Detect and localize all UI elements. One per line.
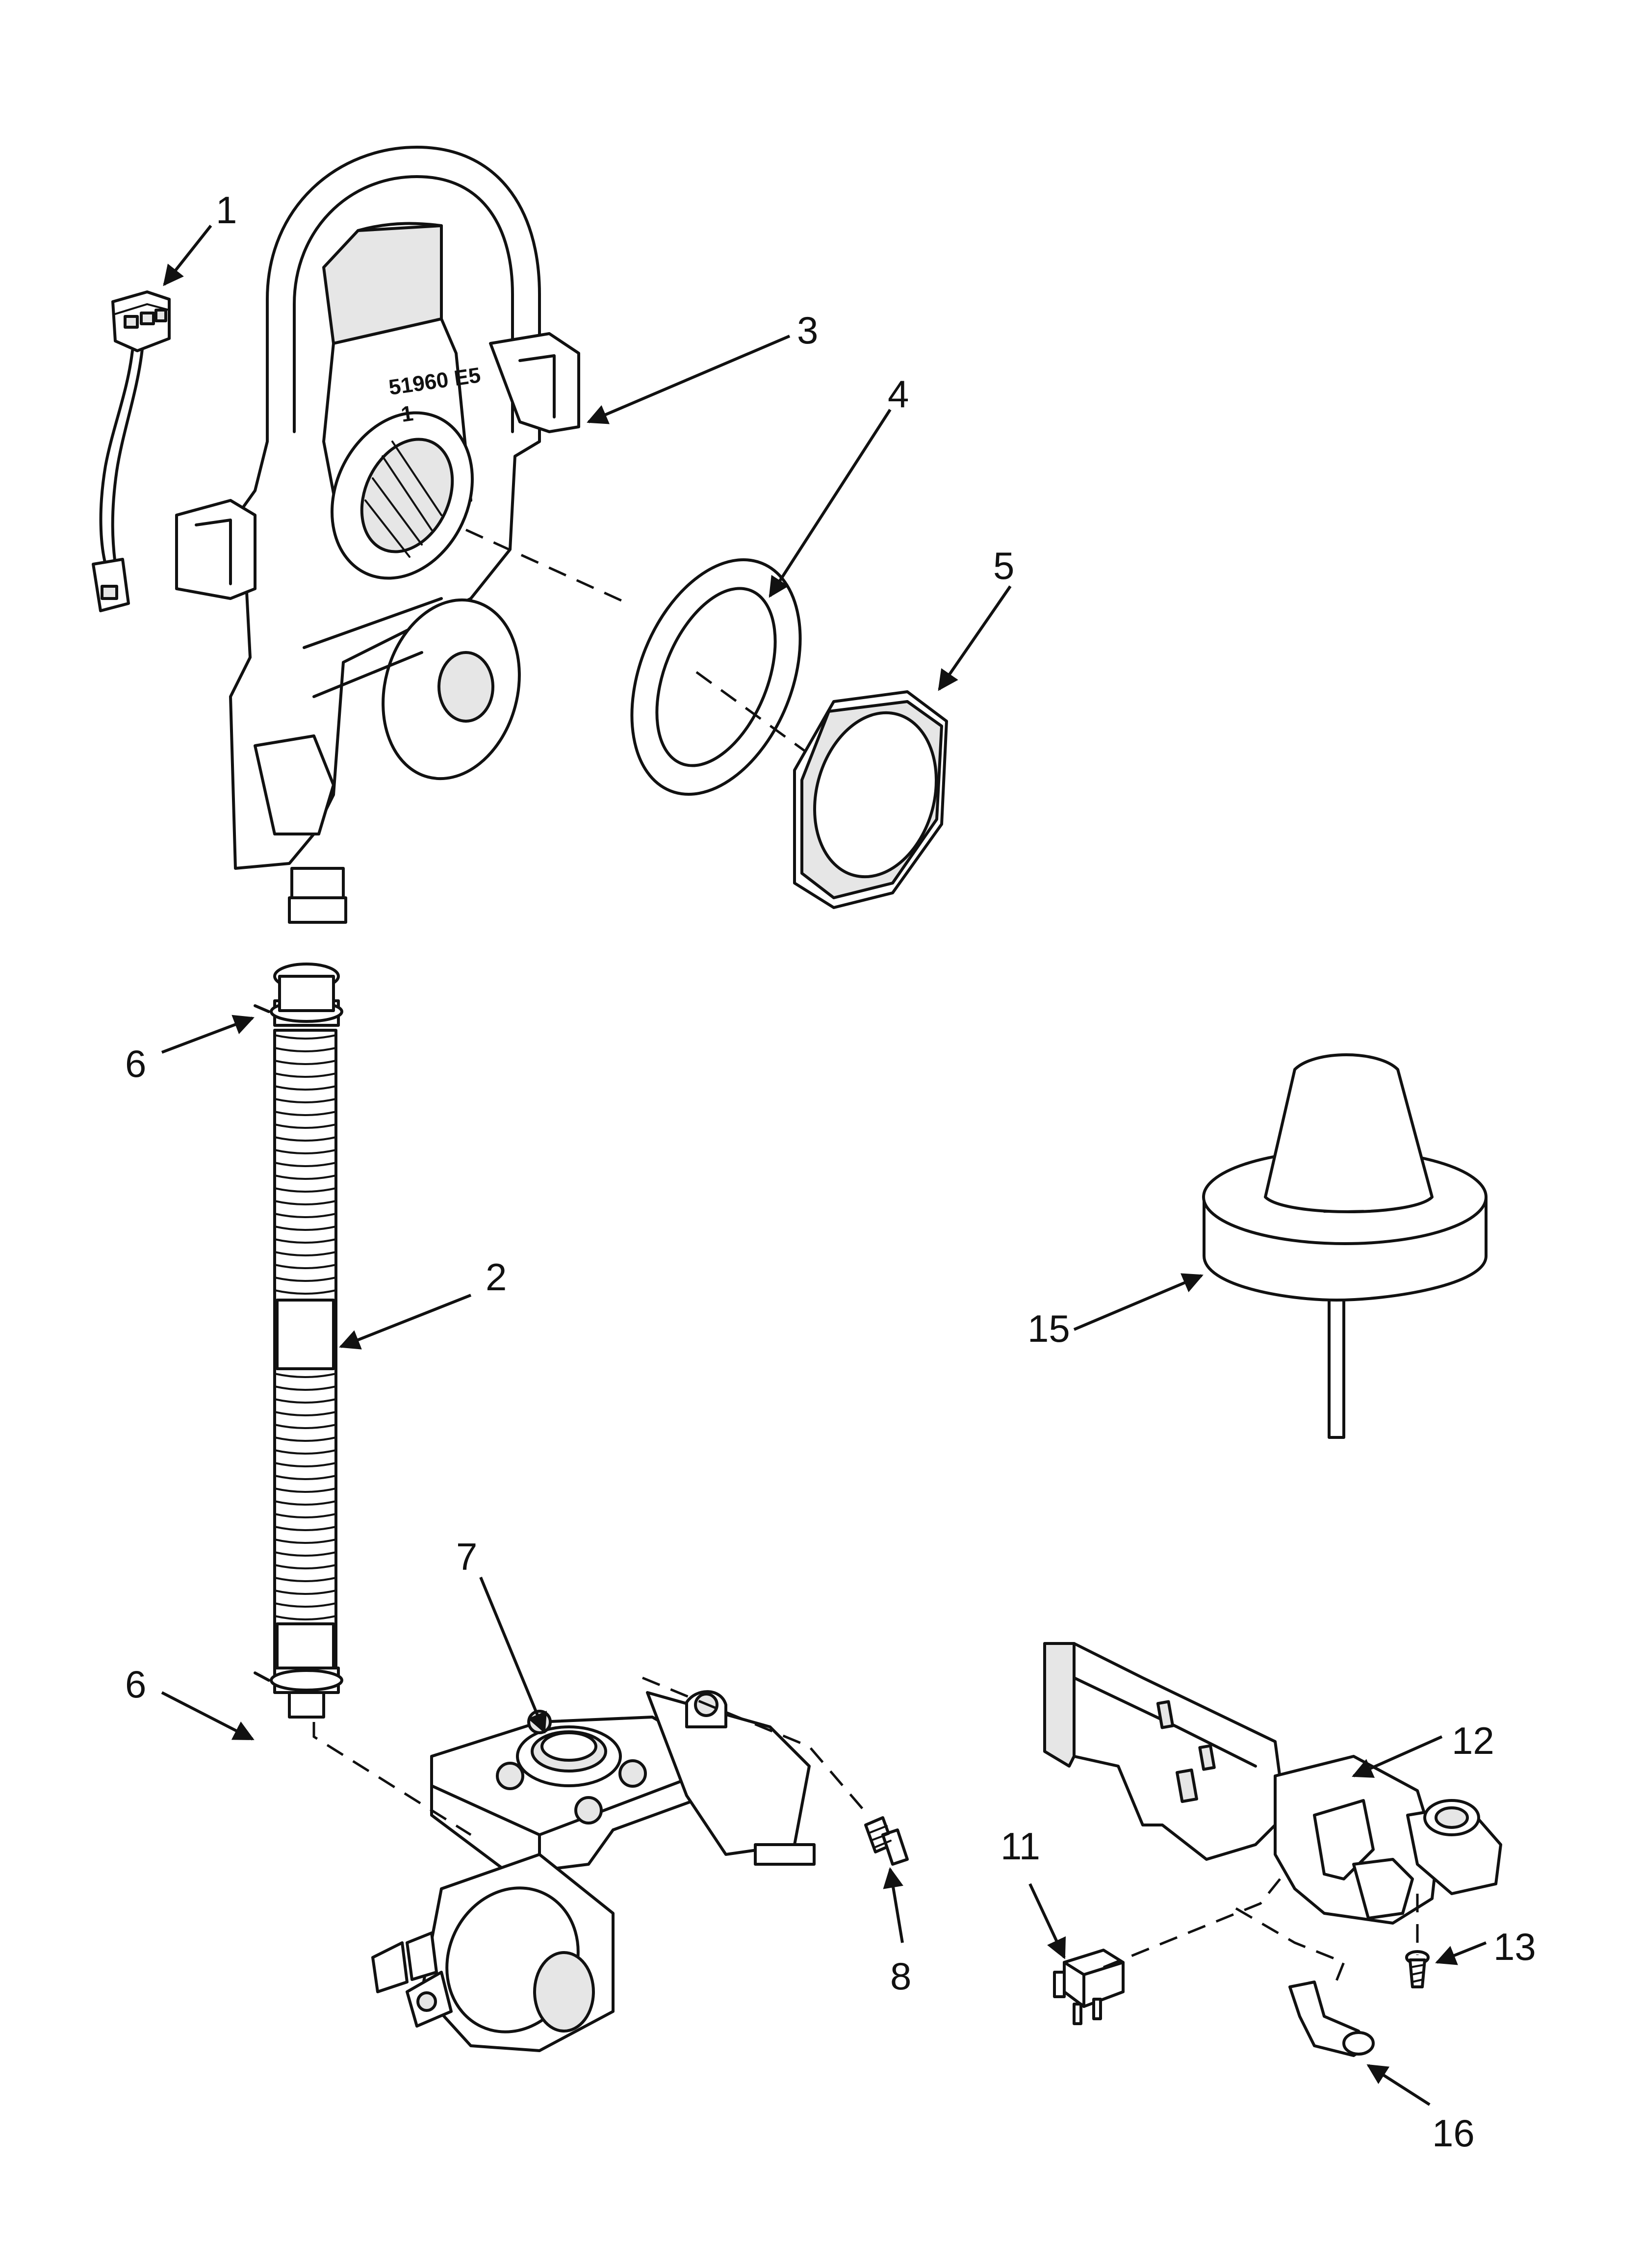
hose-rib <box>274 1047 337 1052</box>
hose-rib <box>274 1577 337 1582</box>
hose-rib <box>274 1551 337 1557</box>
hose-rib <box>274 1111 337 1116</box>
retaining-nut-part <box>793 690 948 909</box>
label-part-6-top: 6 <box>125 1042 146 1085</box>
hose-rib <box>274 1149 337 1154</box>
label-part-4: 4 <box>888 372 909 416</box>
hose-rib <box>274 1060 337 1065</box>
lever-part <box>1288 1981 1375 2057</box>
hose-rib <box>274 1251 337 1256</box>
hose-rib <box>274 1264 337 1269</box>
label-part-1: 1 <box>216 188 237 232</box>
hose-rib <box>274 1200 337 1205</box>
float-part <box>1202 1053 1488 1439</box>
label-part-3: 3 <box>797 309 818 352</box>
hose-rib <box>274 1277 337 1282</box>
label-part-8: 8 <box>890 1955 911 1998</box>
screw-part <box>864 1816 909 1866</box>
hose-rib <box>274 1602 337 1608</box>
hose-rib <box>274 1213 337 1218</box>
label-part-15: 15 <box>1027 1307 1070 1350</box>
label-part-13: 13 <box>1493 1925 1536 1968</box>
hose-rib <box>274 1289 337 1295</box>
hose-rib <box>274 1174 337 1180</box>
label-part-16: 16 <box>1432 2112 1475 2155</box>
leader-arrows <box>161 225 1487 2106</box>
label-part-6-bottom: 6 <box>125 1663 146 1706</box>
hose-rib <box>274 1411 337 1416</box>
hose-rib <box>274 1373 337 1378</box>
hose-rib <box>274 1513 337 1518</box>
hose-rib <box>274 1436 337 1442</box>
fill-hose-part <box>273 975 337 1684</box>
label-part-7: 7 <box>456 1535 477 1578</box>
label-part-12: 12 <box>1452 1719 1494 1762</box>
hose-rib <box>274 1462 337 1467</box>
label-part-5: 5 <box>993 544 1014 587</box>
hose-rib <box>274 1085 337 1091</box>
hose-rib <box>274 1538 337 1544</box>
gasket-ring-part <box>630 558 802 796</box>
hose-clamp-bottom-part <box>254 1667 343 1719</box>
small-screw-part <box>1405 1950 1430 1988</box>
hose-rib <box>274 1034 337 1040</box>
hose-rib <box>274 1487 337 1493</box>
switch-bracket-part <box>1043 1642 1502 1925</box>
hose-rib <box>274 1590 337 1595</box>
hose-rib <box>274 1385 337 1391</box>
hose-rib <box>274 1238 337 1244</box>
label-part-11: 11 <box>1001 1825 1040 1868</box>
hose-rib <box>274 1564 337 1569</box>
hose-rib <box>274 1398 337 1404</box>
hose-rib <box>274 1225 337 1231</box>
part-labels: 1 2 3 4 5 6 6 7 8 11 12 13 15 16 <box>125 188 1536 2155</box>
hose-rib <box>274 1449 337 1455</box>
hose-rib <box>274 1526 337 1531</box>
hose-rib <box>274 1098 337 1103</box>
micro-switch-part <box>1053 1949 1125 2025</box>
fill-housing-part: 51960 E5 1 <box>175 146 580 924</box>
hose-rib <box>274 1136 337 1142</box>
label-part-2: 2 <box>486 1255 507 1299</box>
hose-rib <box>274 1424 337 1429</box>
hose-rib <box>274 1162 337 1167</box>
wire-harness-part <box>92 290 171 612</box>
hose-rib <box>274 1072 337 1078</box>
hose-rib <box>274 1475 337 1480</box>
hose-rib <box>274 1500 337 1506</box>
alignment-lines <box>312 528 1419 1987</box>
inlet-valve-part <box>371 1690 816 2052</box>
hose-rib <box>274 1123 337 1129</box>
hose-rib <box>274 1187 337 1193</box>
hose-rib <box>274 1615 337 1620</box>
